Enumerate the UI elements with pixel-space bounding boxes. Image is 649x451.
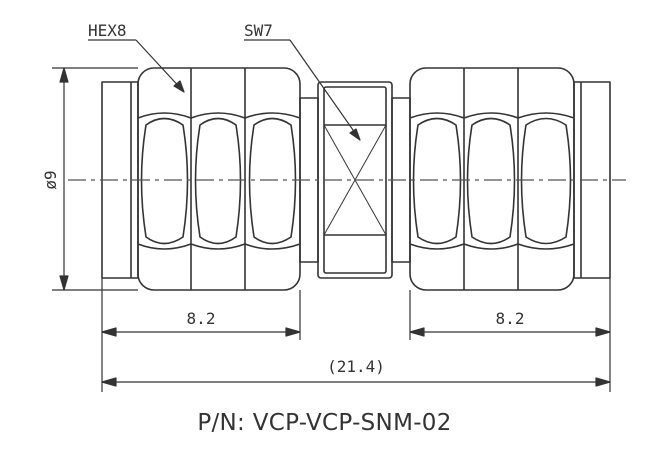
overall-length-label: (21.4) (327, 357, 385, 376)
right-length-label: 8.2 (496, 309, 525, 328)
diameter-label: ø9 (41, 170, 60, 189)
part-number-caption: P/N: VCP-VCP-SNM-02 (197, 410, 452, 436)
sw-callout-label: SW7 (244, 21, 273, 40)
right-length-dimension (409, 327, 611, 337)
hex-callout-leader (88, 39, 185, 93)
sw-callout-leader (244, 39, 361, 141)
left-hex-body (137, 67, 301, 291)
left-length-dimension (101, 327, 301, 337)
diameter-dimension (52, 67, 138, 291)
hex-callout-label: HEX8 (88, 21, 127, 40)
left-length-label: 8.2 (187, 309, 216, 328)
overall-length-dimension (101, 377, 611, 387)
right-hex-body (409, 67, 575, 291)
